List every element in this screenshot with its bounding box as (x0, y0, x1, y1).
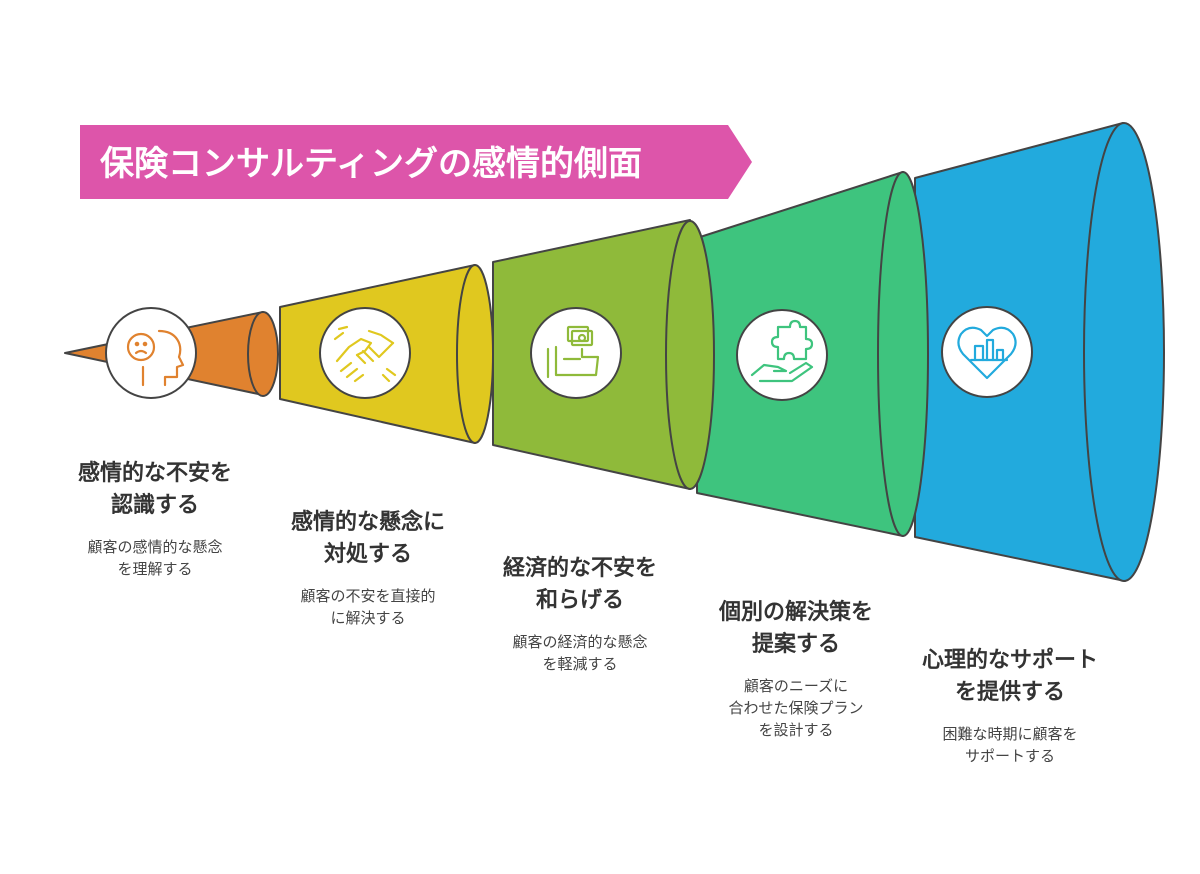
stage-1-title-line-1: 感情的な不安を (77, 461, 232, 486)
stage-5-title: 心理的なサポート を提供する (895, 645, 1125, 709)
stage-5-text: 心理的なサポート を提供する 困難な時期に顧客を サポートする (895, 645, 1125, 767)
stage-1-desc: 顧客の感情的な懸念 を理解する (45, 536, 265, 580)
stage-2-desc-line-2: に解決する (330, 609, 406, 627)
segment-3-end (665, 220, 715, 490)
segment-1-end (247, 311, 279, 397)
stage-3-title: 経済的な不安を 和らげる (470, 553, 690, 617)
title-banner: 保険コンサルティングの感情的側面 (80, 125, 752, 199)
stage-3-desc-line-2: を軽減する (542, 655, 618, 673)
stage-5-desc: 困難な時期に顧客を サポートする (895, 723, 1125, 767)
stage-3-desc-line-1: 顧客の経済的な懸念 (512, 633, 648, 651)
segment-5-end (1083, 122, 1165, 582)
stage-1-title: 感情的な不安を 認識する (45, 458, 265, 522)
title-banner-shape (80, 125, 752, 199)
stage-1-desc-line-2: を理解する (117, 560, 193, 578)
stage-4-title: 個別の解決策を 提案する (686, 597, 906, 661)
stage-3-title-line-2: 和らげる (535, 588, 624, 613)
segment-4-end (877, 171, 929, 537)
stage-4-title-line-1: 個別の解決策を (718, 600, 873, 625)
stage-5-desc-line-1: 困難な時期に顧客を (942, 725, 1078, 743)
stage-4-desc-line-1: 顧客のニーズに (743, 677, 849, 695)
stage-4-desc-line-2: 合わせた保険プラン (728, 699, 864, 717)
money-hand-icon (530, 307, 622, 399)
puzzle-hand-icon (736, 309, 828, 401)
stage-3-text: 経済的な不安を 和らげる 顧客の経済的な懸念 を軽減する (470, 553, 690, 675)
stage-4-desc-line-3: を設計する (758, 721, 834, 739)
stage-4-desc: 顧客のニーズに 合わせた保険プラン を設計する (686, 675, 906, 741)
stage-1-text: 感情的な不安を 認識する 顧客の感情的な懸念 を理解する (45, 458, 265, 580)
stage-2-title-line-1: 感情的な懸念に (290, 510, 445, 535)
stage-5-title-line-1: 心理的なサポート (921, 648, 1098, 673)
stage-5-title-line-2: を提供する (954, 680, 1065, 705)
handshake-icon (319, 307, 411, 399)
segment-2-end (456, 264, 494, 444)
stage-4-title-line-2: 提案する (751, 632, 840, 657)
worried-head-icon (105, 307, 197, 399)
stage-2-desc: 顧客の不安を直接的 に解決する (258, 585, 478, 629)
stage-3-desc: 顧客の経済的な懸念 を軽減する (470, 631, 690, 675)
heart-support-icon (941, 306, 1033, 398)
stage-2-text: 感情的な懸念に 対処する 顧客の不安を直接的 に解決する (258, 507, 478, 629)
title-text: 保険コンサルティングの感情的側面 (100, 144, 642, 184)
stage-1-desc-line-1: 顧客の感情的な懸念 (87, 538, 223, 556)
stage-1-title-line-2: 認識する (110, 493, 199, 518)
stage-2-desc-line-1: 顧客の不安を直接的 (300, 587, 436, 605)
stage-4-text: 個別の解決策を 提案する 顧客のニーズに 合わせた保険プラン を設計する (686, 597, 906, 741)
stage-3-title-line-1: 経済的な不安を (502, 556, 657, 581)
stage-5-desc-line-2: サポートする (964, 747, 1055, 765)
stage-2-title: 感情的な懸念に 対処する (258, 507, 478, 571)
stage-2-title-line-2: 対処する (323, 542, 412, 567)
